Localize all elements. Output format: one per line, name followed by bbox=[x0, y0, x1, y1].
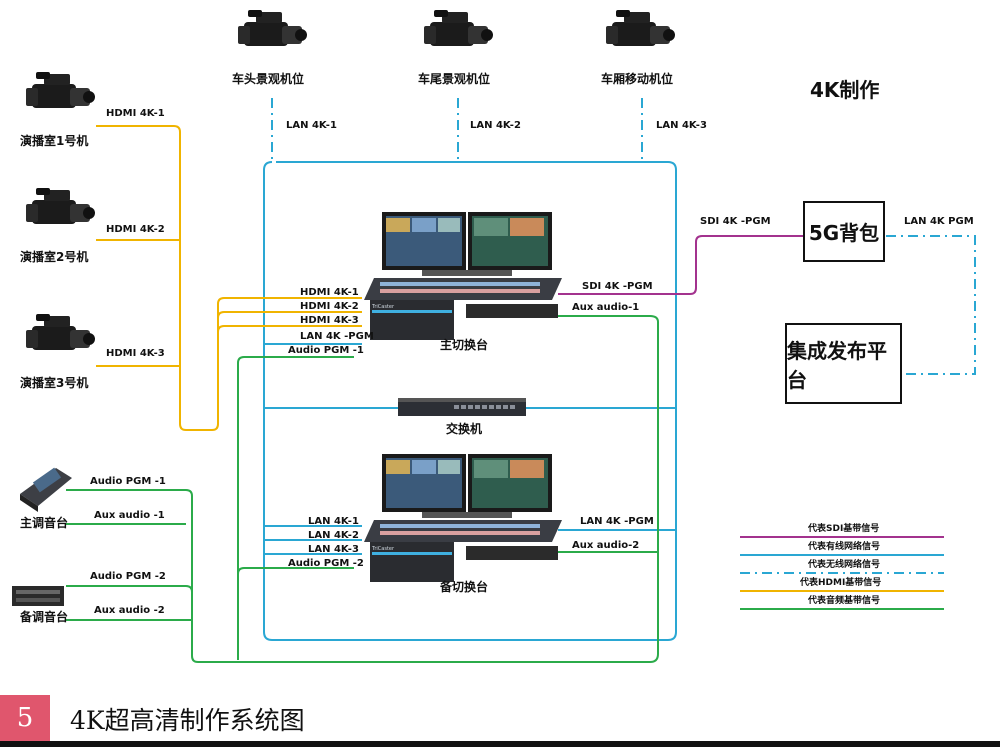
lan-1-label: LAN 4K-1 bbox=[286, 120, 337, 131]
backup-switcher-icon bbox=[364, 454, 562, 582]
aux-audio-1-label: Aux audio-1 bbox=[572, 302, 640, 313]
hdmi-1-line bbox=[96, 125, 362, 431]
camera-studio3-label: 演播室3号机 bbox=[20, 376, 89, 390]
main-hdmi-1-label: HDMI 4K-1 bbox=[300, 287, 359, 298]
sdi-pgm-line bbox=[558, 235, 804, 295]
legend-wireless-label: 代表无线网络信号 bbox=[808, 560, 881, 570]
legend-lan-label: 代表有线网络信号 bbox=[808, 542, 881, 552]
lan-trunk-line bbox=[263, 161, 677, 641]
main-switcher-icon bbox=[364, 212, 562, 340]
main-brand-label: TriCaster bbox=[372, 304, 395, 310]
hdmi-1-label: HDMI 4K-1 bbox=[106, 108, 165, 119]
backup-lan-1-label: LAN 4K-1 bbox=[308, 516, 359, 527]
camera-icon bbox=[606, 10, 675, 46]
main-mixer-label: 主调音台 bbox=[20, 516, 69, 530]
camera-head-label: 车头景观机位 bbox=[232, 72, 305, 86]
hdmi-branch-3-line bbox=[217, 325, 362, 333]
main-lan-pgm-label: LAN 4K -PGM bbox=[300, 331, 374, 342]
backup-audio-pgm-label: Audio PGM -2 bbox=[288, 558, 364, 569]
backup-brand-label: TriCaster bbox=[372, 546, 395, 552]
sdi-pgm-label: SDI 4K -PGM bbox=[582, 281, 653, 292]
backup-lan-2-label: LAN 4K-2 bbox=[308, 530, 359, 541]
audio-mixer2-pgm-line bbox=[66, 585, 193, 593]
legend-hdmi-label: 代表HDMI基带信号 bbox=[800, 578, 882, 588]
mixer2-audio-pgm-label: Audio PGM -2 bbox=[90, 571, 166, 582]
main-hdmi-2-label: HDMI 4K-2 bbox=[300, 301, 359, 312]
mixer2-aux-label: Aux audio -2 bbox=[94, 605, 165, 616]
caption-title: 4K超高清制作系统图 bbox=[70, 706, 305, 735]
caption-number: 5 bbox=[0, 695, 50, 741]
5g-backpack-label: 5G背包 bbox=[808, 221, 880, 245]
5g-backpack-box: 5G背包 bbox=[803, 201, 885, 262]
network-switch-icon bbox=[398, 398, 526, 416]
platform-label: 集成发布平台 bbox=[787, 338, 887, 392]
backup-switcher-label: 备切换台 bbox=[440, 580, 489, 594]
camera-icon bbox=[26, 72, 95, 108]
main-switcher-label: 主切换台 bbox=[440, 338, 489, 352]
caption-rule bbox=[0, 741, 1000, 747]
camera-studio1-label: 演播室1号机 bbox=[20, 134, 89, 148]
hdmi-branch-2-line bbox=[217, 311, 362, 319]
camera-studio2-label: 演播室2号机 bbox=[20, 250, 89, 264]
network-switch-label: 交换机 bbox=[446, 422, 483, 436]
aux-audio-2-label: Aux audio-2 bbox=[572, 540, 640, 551]
camera-icon bbox=[424, 10, 493, 46]
camera-icon bbox=[26, 188, 95, 224]
lan-pgm-5g-label: LAN 4K PGM bbox=[904, 216, 974, 227]
platform-box: 集成发布平台 bbox=[785, 323, 902, 404]
audio-backup-pgm-line bbox=[237, 567, 354, 575]
audio-main-pgm-line bbox=[237, 356, 354, 660]
diagram-title: 4K制作 bbox=[810, 78, 880, 102]
main-mixer-icon bbox=[20, 467, 72, 512]
legend-sdi-label: 代表SDI基带信号 bbox=[808, 524, 880, 534]
mixer1-audio-pgm-label: Audio PGM -1 bbox=[90, 476, 166, 487]
main-hdmi-3-label: HDMI 4K-3 bbox=[300, 315, 359, 326]
lan-2-label: LAN 4K-2 bbox=[470, 120, 521, 131]
camera-icon bbox=[26, 314, 95, 350]
camera-icon bbox=[238, 10, 307, 46]
mixer1-aux-label: Aux audio -1 bbox=[94, 510, 165, 521]
hdmi-2-label: HDMI 4K-2 bbox=[106, 224, 165, 235]
sdi-pgm-out-label: SDI 4K -PGM bbox=[700, 216, 771, 227]
backup-lan-3-label: LAN 4K-3 bbox=[308, 544, 359, 555]
hdmi-3-label: HDMI 4K-3 bbox=[106, 348, 165, 359]
main-audio-pgm-label: Audio PGM -1 bbox=[288, 345, 364, 356]
backup-lan-pgm-label: LAN 4K -PGM bbox=[580, 516, 654, 527]
legend-audio-label: 代表音频基带信号 bbox=[808, 596, 881, 606]
camera-tail-label: 车尾景观机位 bbox=[418, 72, 491, 86]
audio-mixer1-pgm-line bbox=[66, 315, 659, 663]
backup-mixer-label: 备调音台 bbox=[20, 610, 69, 624]
camera-car-label: 车厢移动机位 bbox=[601, 72, 674, 86]
wireless-5g-line bbox=[886, 235, 976, 375]
backup-mixer-icon bbox=[12, 586, 64, 606]
lan-3-label: LAN 4K-3 bbox=[656, 120, 707, 131]
